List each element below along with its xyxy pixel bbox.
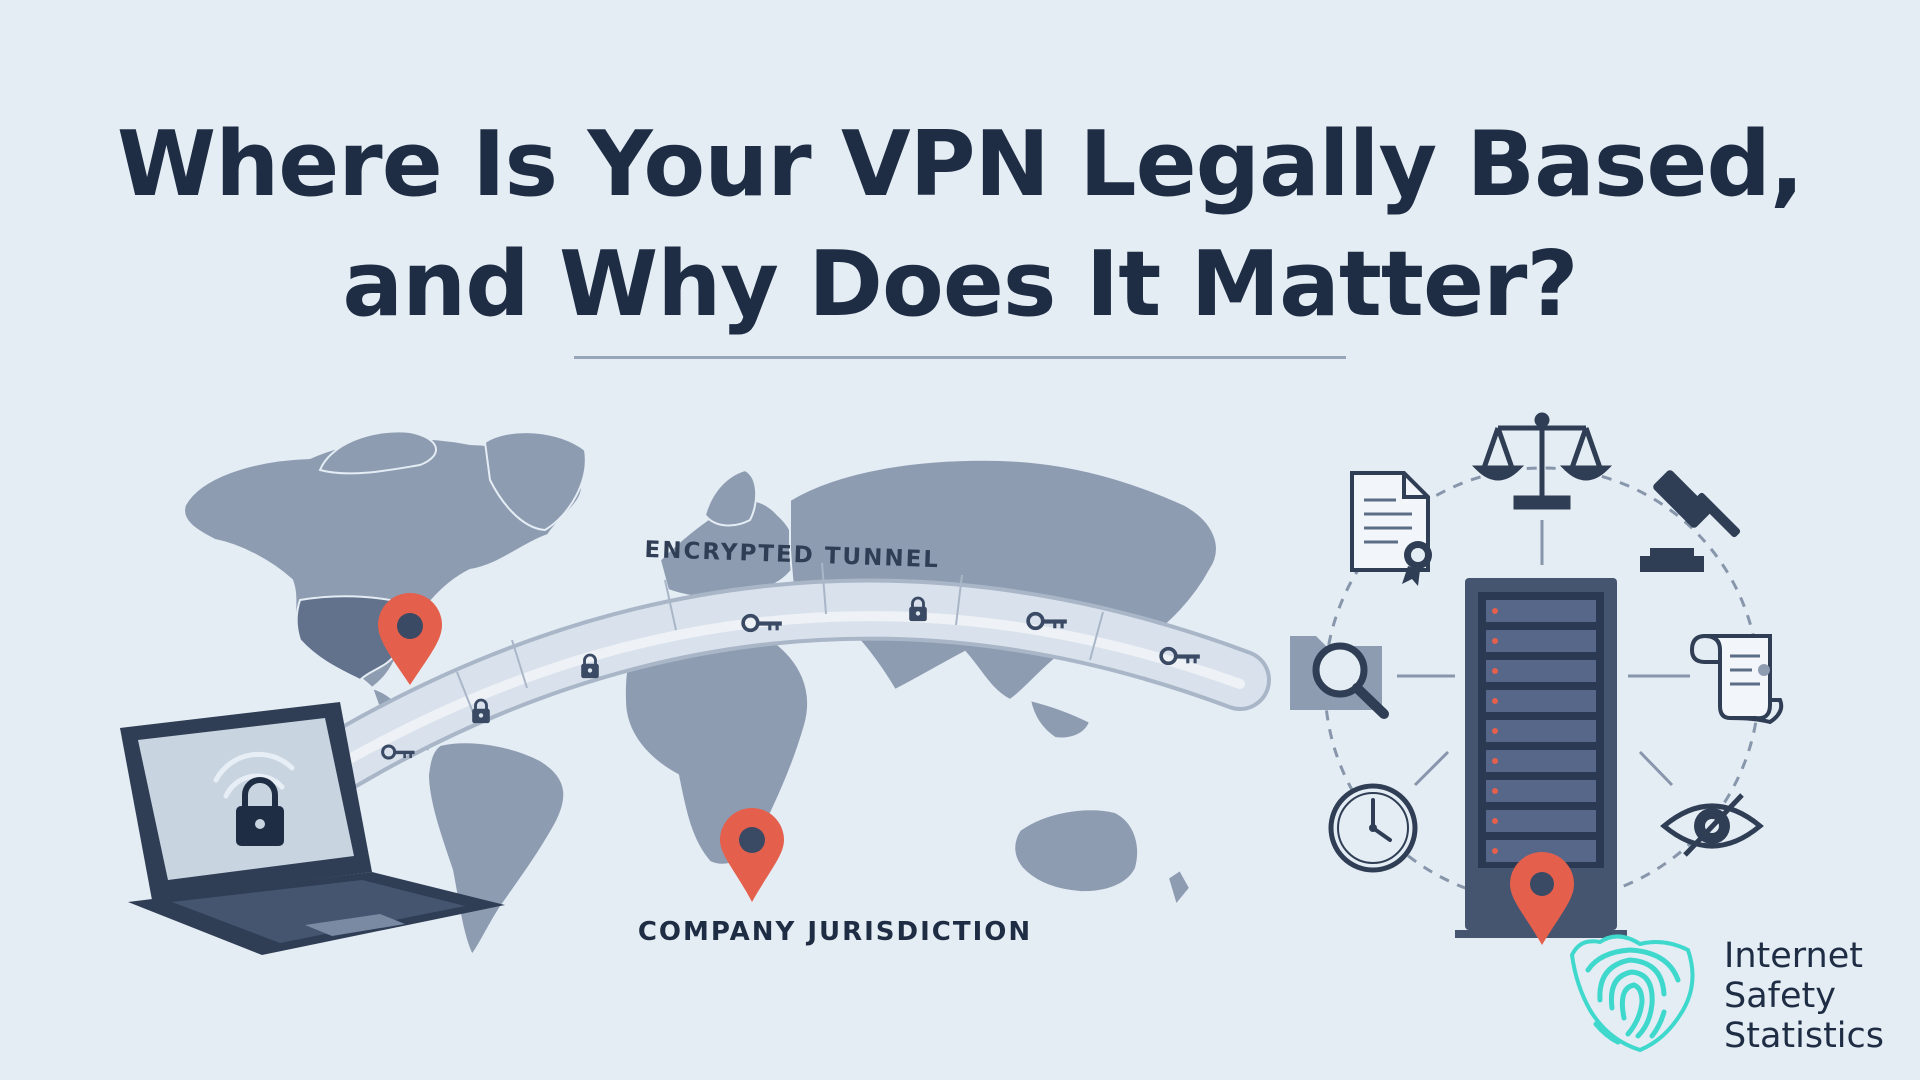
title-line-1: Where Is Your VPN Legally Based, (116, 112, 1804, 217)
brand-line-3: Statistics (1724, 1016, 1884, 1056)
magnifier-folder-icon (1290, 636, 1389, 719)
encrypted-tunnel (279, 562, 1271, 811)
clock-icon (1328, 783, 1418, 873)
page-title: Where Is Your VPN Legally Based, and Why… (0, 105, 1920, 345)
eye-surveillance-icon (1660, 793, 1764, 857)
legal-factors-cluster (1290, 412, 1784, 945)
server-rack-icon (1455, 578, 1627, 938)
new-zealand-shape (1166, 868, 1192, 908)
south-east-asia-shape (1028, 698, 1092, 740)
australia-shape (1013, 808, 1140, 894)
company-jurisdiction-pin-icon (720, 808, 784, 902)
brand-line-2: Safety (1724, 976, 1836, 1016)
scales-of-justice-icon (1471, 412, 1613, 510)
title-divider (574, 356, 1346, 359)
arctic-islands-shape (318, 430, 437, 475)
scandinavia-shape (703, 468, 758, 527)
title-line-2: and Why Does It Matter? (342, 232, 1578, 337)
south-america-shape (426, 741, 566, 957)
jurisdiction-label: COMPANY JURISDICTION (638, 917, 1032, 947)
server-location-pin-icon (1510, 852, 1574, 945)
gavel-icon (1640, 470, 1741, 572)
fingerprint-logo-icon (1569, 934, 1695, 1053)
greenland-shape (483, 431, 587, 532)
legal-scroll-icon (1689, 634, 1784, 725)
brand-wordmark: Internet Safety Statistics (1724, 936, 1884, 1056)
usa-highlight (295, 595, 401, 682)
laptop-lock-icon (120, 702, 505, 955)
user-location-pin-icon (378, 593, 442, 685)
certificate-document-icon (1350, 471, 1432, 586)
brand-line-1: Internet (1724, 936, 1863, 976)
